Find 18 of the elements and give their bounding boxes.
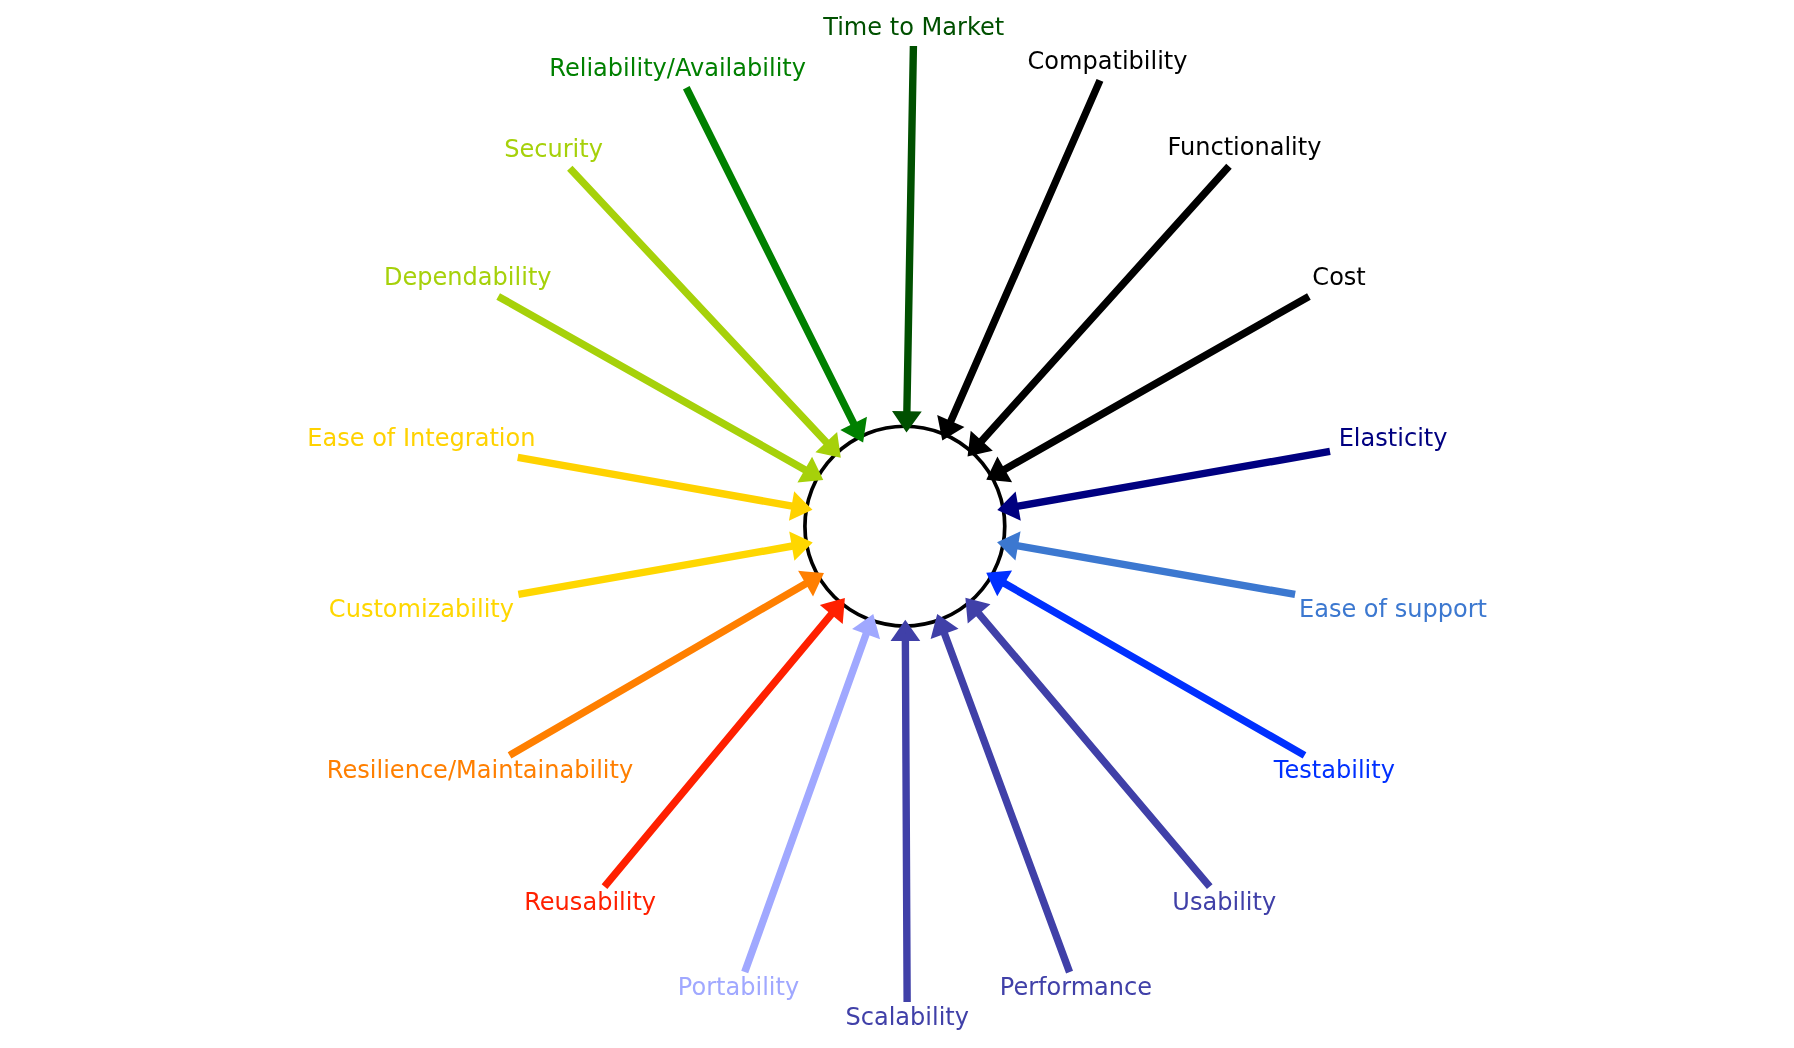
- node-text: Reusability: [524, 887, 657, 916]
- node-text: Testability: [1273, 756, 1395, 785]
- node-text: Functionality: [1167, 132, 1322, 161]
- node-text: Security: [504, 134, 603, 163]
- node-text: Compatibility: [1027, 46, 1188, 75]
- node-text: Elasticity: [1338, 424, 1448, 453]
- node-text: Ease of support: [1298, 595, 1488, 624]
- node-text: Performance: [999, 973, 1153, 1002]
- node-text: Usability: [1172, 887, 1277, 916]
- node-text: Dependability: [384, 263, 552, 292]
- node-text: Portability: [677, 973, 800, 1002]
- node-text: Time to Market: [823, 12, 1005, 41]
- node-text: Customizability: [328, 595, 515, 624]
- node-text: Scalability: [845, 1003, 970, 1031]
- node-text: Resilience/Maintainability: [326, 756, 634, 785]
- node-text: Reliability/Availability: [549, 54, 807, 83]
- node-text: Ease of Integration: [307, 424, 536, 453]
- node-text: Cost: [1312, 263, 1366, 292]
